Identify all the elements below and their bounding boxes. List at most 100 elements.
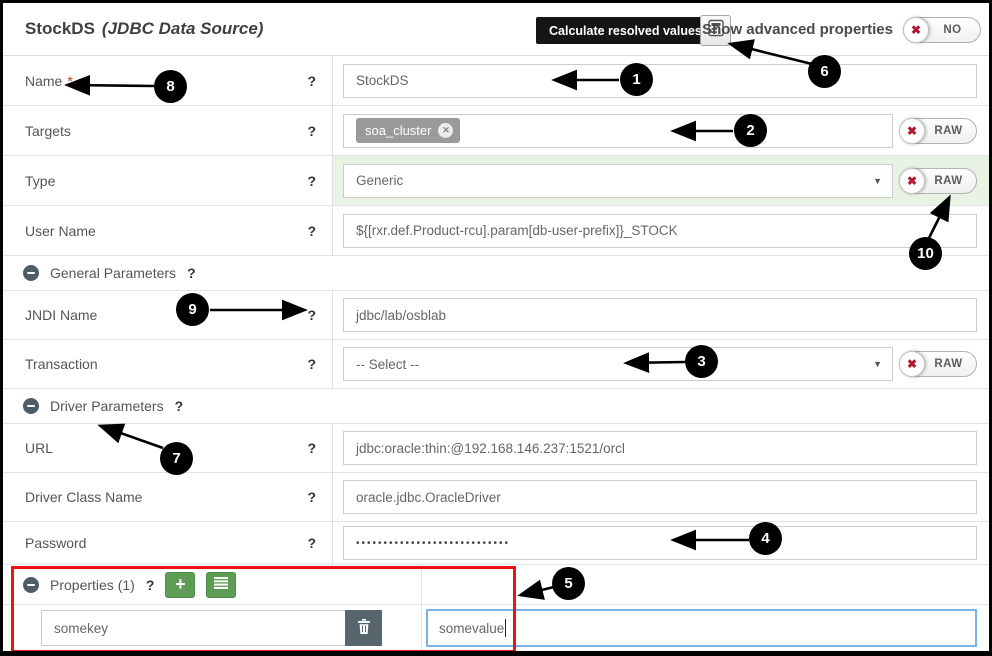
driver-class-name-input[interactable]: oracle.jdbc.OracleDriver bbox=[343, 480, 977, 514]
password-label: Password bbox=[25, 535, 87, 551]
user-name-label: User Name bbox=[25, 222, 96, 239]
transaction-raw-toggle[interactable]: ✖ RAW bbox=[899, 351, 977, 377]
field-row-type: Type ? Generic ▼ ✖ RAW bbox=[3, 156, 989, 206]
type-input-cell: Generic ▼ ✖ RAW bbox=[333, 156, 989, 205]
advanced-properties-label: Show advanced properties bbox=[702, 21, 893, 38]
plus-icon: + bbox=[175, 573, 186, 594]
transaction-label: Transaction bbox=[25, 356, 98, 372]
transaction-selected-value: -- Select -- bbox=[356, 356, 420, 372]
target-tag-label: soa_cluster bbox=[365, 123, 432, 138]
help-icon[interactable]: ? bbox=[307, 307, 316, 323]
bulk-edit-properties-button[interactable] bbox=[206, 571, 237, 598]
targets-label-cell: Targets ? bbox=[3, 106, 333, 155]
tag-remove-icon[interactable]: ✕ bbox=[438, 123, 454, 138]
add-property-button[interactable]: + bbox=[165, 571, 196, 598]
chevron-down-icon: ▼ bbox=[873, 175, 882, 186]
password-input[interactable]: •••••••••••••••••••••••••••• bbox=[343, 526, 977, 560]
type-selected-value: Generic bbox=[356, 173, 404, 188]
properties-column-divider bbox=[421, 565, 422, 651]
field-row-name: Name* ? StockDS bbox=[3, 56, 989, 106]
calculator-button[interactable] bbox=[700, 15, 731, 46]
field-row-driver-class-name: Driver Class Name ? oracle.jdbc.OracleDr… bbox=[3, 473, 989, 522]
password-input-cell: •••••••••••••••••••••••••••• bbox=[333, 522, 989, 564]
targets-input[interactable]: soa_cluster ✕ bbox=[343, 113, 893, 148]
help-icon[interactable]: ? bbox=[307, 489, 316, 505]
transaction-select[interactable]: -- Select -- ▼ bbox=[343, 347, 893, 381]
header: StockDS (JDBC Data Source) Calculate res… bbox=[3, 3, 989, 56]
target-tag: soa_cluster ✕ bbox=[356, 118, 461, 143]
transaction-input-cell: -- Select -- ▼ ✖ RAW bbox=[333, 340, 989, 388]
section-general-parameters: General Parameters ? bbox=[3, 256, 989, 291]
field-row-transaction: Transaction ? -- Select -- ▼ ✖ RAW bbox=[3, 340, 989, 389]
url-input[interactable]: jdbc:oracle:thin:@192.168.146.237:1521/o… bbox=[343, 431, 977, 465]
text-cursor bbox=[505, 619, 507, 637]
help-icon[interactable]: ? bbox=[145, 576, 155, 593]
raw-label: RAW bbox=[934, 358, 963, 370]
targets-input-cell: soa_cluster ✕ ✖ RAW bbox=[333, 106, 989, 155]
collapse-icon[interactable] bbox=[23, 265, 39, 281]
help-icon[interactable]: ? bbox=[307, 222, 316, 239]
user-name-input[interactable]: ${[rxr.def.Product-rcu].param[db-user-pr… bbox=[343, 213, 977, 248]
advanced-properties-toggle[interactable]: ✖ NO bbox=[903, 17, 981, 43]
toggle-x-icon: ✖ bbox=[899, 117, 925, 144]
jndi-name-label: JNDI Name bbox=[25, 307, 98, 323]
section-title: Driver Parameters bbox=[50, 398, 164, 414]
name-label: Name* bbox=[25, 72, 73, 89]
jndi-name-input-cell: jdbc/lab/osblab bbox=[333, 291, 989, 339]
toggle-x-icon: ✖ bbox=[899, 167, 925, 194]
section-title: General Parameters bbox=[50, 265, 177, 281]
chevron-down-icon: ▼ bbox=[873, 359, 882, 369]
targets-raw-toggle[interactable]: ✖ RAW bbox=[899, 117, 977, 144]
collapse-icon[interactable] bbox=[23, 398, 39, 414]
raw-label: RAW bbox=[934, 124, 963, 137]
user-name-input-cell: ${[rxr.def.Product-rcu].param[db-user-pr… bbox=[333, 206, 989, 255]
property-value-input[interactable]: somevalue bbox=[426, 609, 977, 647]
url-label-cell: URL ? bbox=[3, 424, 333, 472]
properties-header: Properties (1) ? + bbox=[3, 565, 989, 605]
name-input-cell: StockDS bbox=[333, 56, 989, 105]
transaction-label-cell: Transaction ? bbox=[3, 340, 333, 388]
help-icon[interactable]: ? bbox=[307, 440, 316, 456]
help-icon[interactable]: ? bbox=[307, 535, 316, 551]
delete-property-button[interactable] bbox=[345, 610, 382, 646]
section-driver-parameters: Driver Parameters ? bbox=[3, 389, 989, 424]
url-label: URL bbox=[25, 440, 54, 456]
toggle-x-icon: ✖ bbox=[903, 17, 929, 43]
type-raw-toggle[interactable]: ✖ RAW bbox=[899, 167, 977, 194]
property-row: somekey somevalue bbox=[3, 605, 989, 651]
url-input-cell: jdbc:oracle:thin:@192.168.146.237:1521/o… bbox=[333, 424, 989, 472]
targets-label: Targets bbox=[25, 122, 71, 139]
name-label-cell: Name* ? bbox=[3, 56, 333, 105]
driver-class-name-label-cell: Driver Class Name ? bbox=[3, 473, 333, 521]
jndi-name-label-cell: JNDI Name ? bbox=[3, 291, 333, 339]
help-icon[interactable]: ? bbox=[307, 72, 316, 89]
field-row-jndi-name: JNDI Name ? jdbc/lab/osblab bbox=[3, 291, 989, 340]
type-label: Type bbox=[25, 172, 56, 189]
type-label-cell: Type ? bbox=[3, 156, 333, 205]
user-name-label-cell: User Name ? bbox=[3, 206, 333, 255]
jndi-name-input[interactable]: jdbc/lab/osblab bbox=[343, 298, 977, 332]
driver-class-name-label: Driver Class Name bbox=[25, 489, 143, 505]
section-title: Properties (1) bbox=[50, 576, 135, 593]
help-icon[interactable]: ? bbox=[307, 122, 316, 139]
properties-section: Properties (1) ? + somekey bbox=[3, 565, 989, 651]
help-icon[interactable]: ? bbox=[307, 356, 316, 372]
page-subtitle: (JDBC Data Source) bbox=[101, 19, 264, 38]
name-input[interactable]: StockDS bbox=[343, 63, 977, 98]
help-icon[interactable]: ? bbox=[307, 172, 316, 189]
field-row-user-name: User Name ? ${[rxr.def.Product-rcu].para… bbox=[3, 206, 989, 256]
help-icon[interactable]: ? bbox=[187, 265, 196, 281]
field-row-targets: Targets ? soa_cluster ✕ ✖ RAW bbox=[3, 106, 989, 156]
property-key-input[interactable]: somekey bbox=[41, 610, 346, 646]
calculate-resolved-values-button[interactable]: Calculate resolved values bbox=[536, 17, 723, 44]
collapse-icon[interactable] bbox=[23, 576, 39, 593]
help-icon[interactable]: ? bbox=[174, 398, 184, 414]
calculator-icon bbox=[707, 19, 725, 42]
type-select[interactable]: Generic ▼ bbox=[343, 163, 893, 198]
field-row-url: URL ? jdbc:oracle:thin:@192.168.146.237:… bbox=[3, 424, 989, 473]
password-label-cell: Password ? bbox=[3, 522, 333, 564]
driver-class-name-input-cell: oracle.jdbc.OracleDriver bbox=[333, 473, 989, 521]
trash-icon bbox=[357, 618, 371, 638]
page-title: StockDS bbox=[25, 19, 95, 38]
